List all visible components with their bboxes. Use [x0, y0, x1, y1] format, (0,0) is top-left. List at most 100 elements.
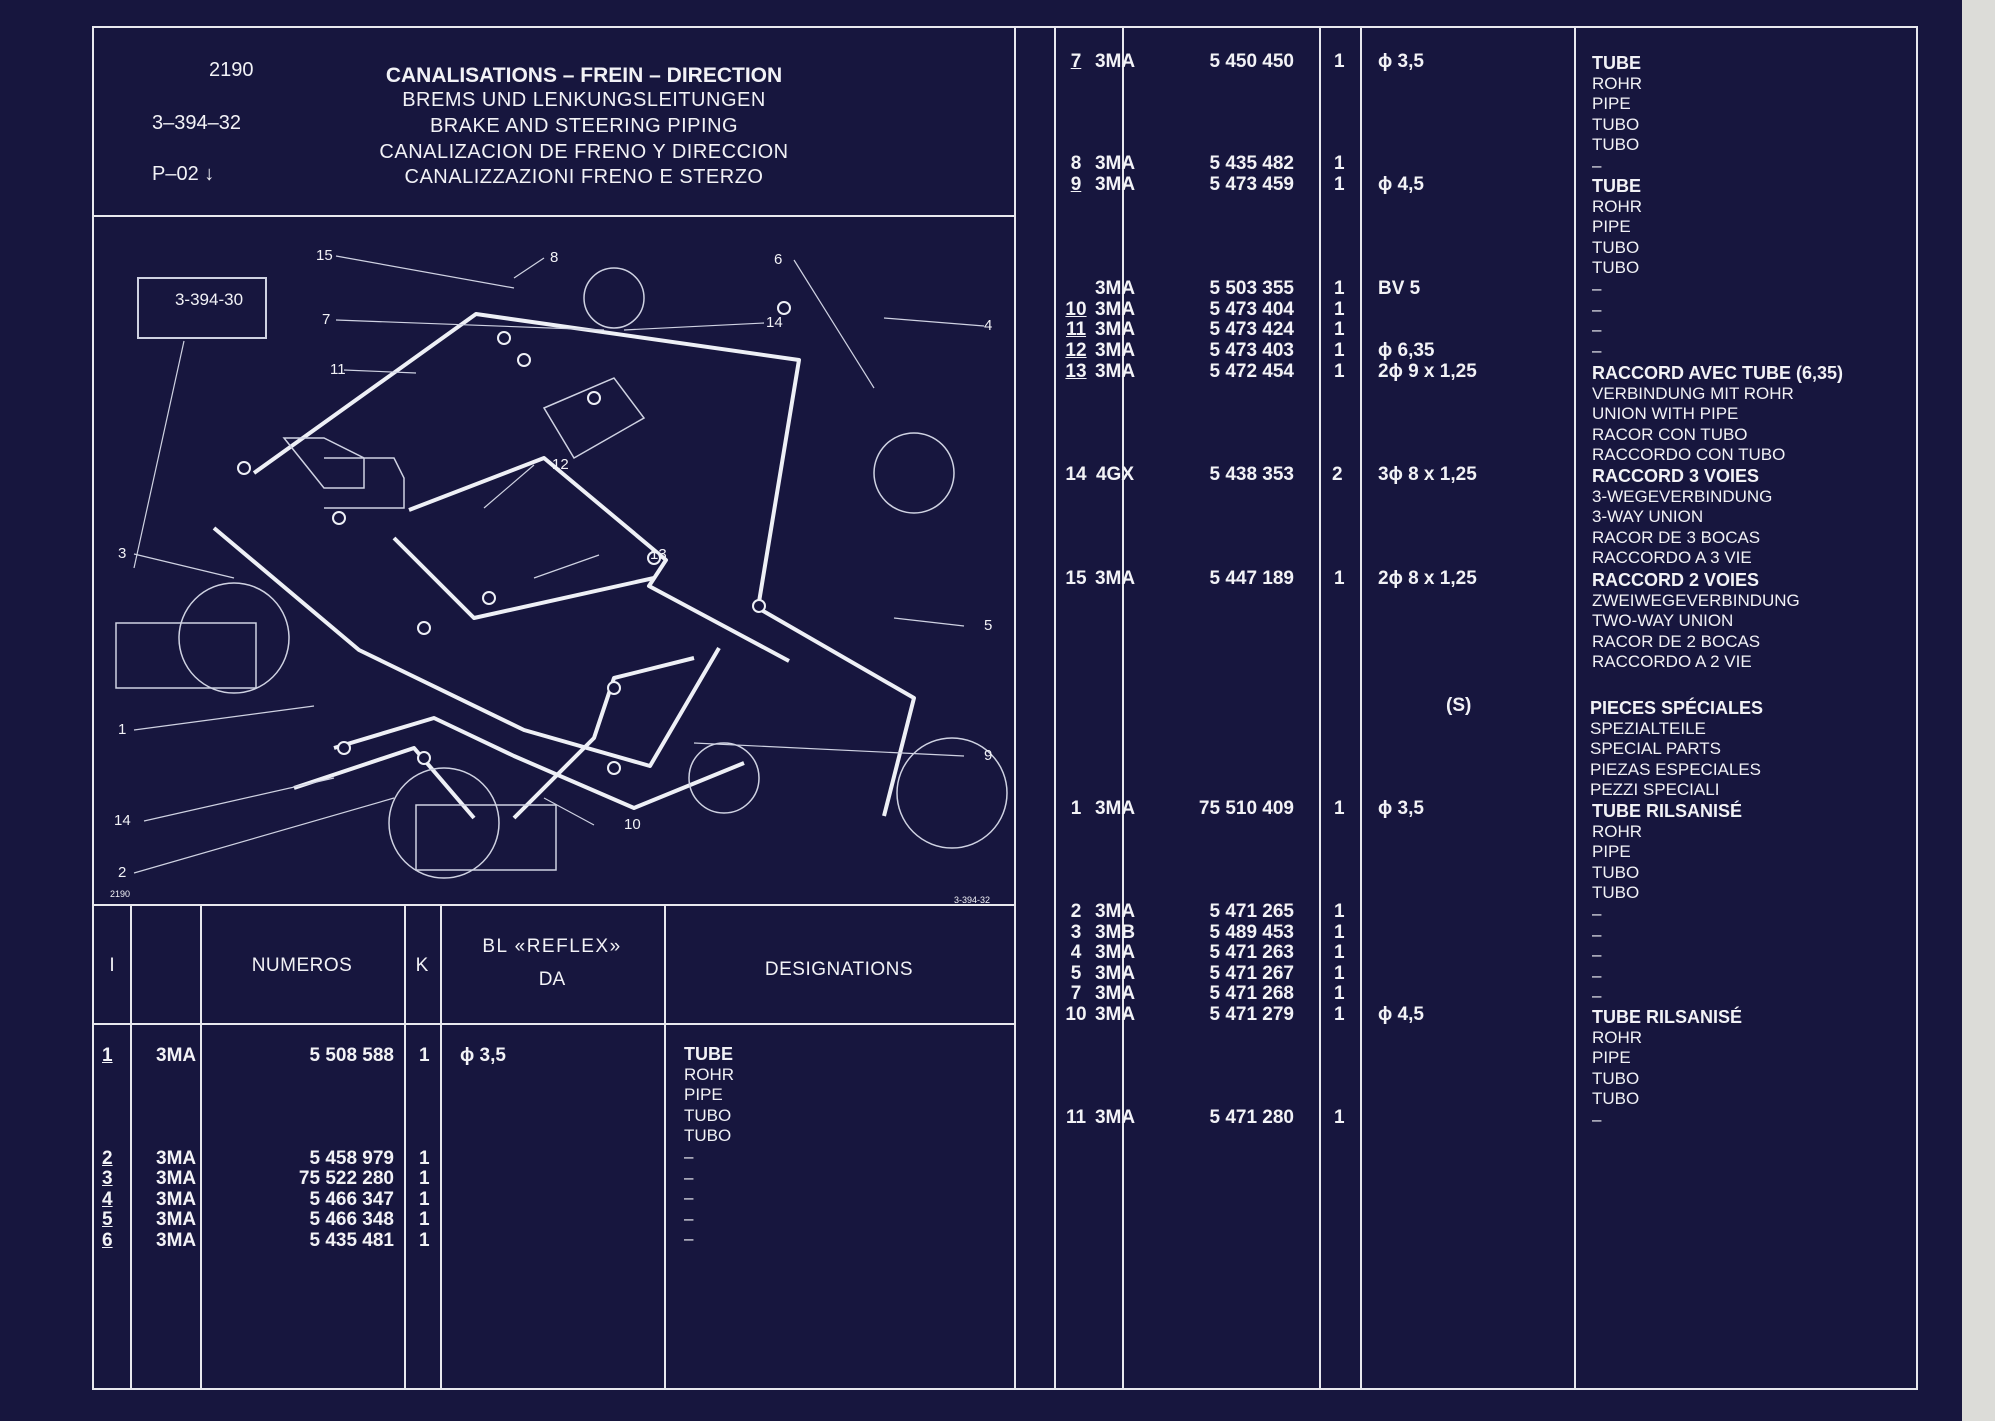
- part-number: 5 489 453: [1209, 922, 1294, 943]
- callout-8: 8: [550, 249, 559, 266]
- diagram-corner-left: 2190: [110, 889, 131, 899]
- designation-line: –: [684, 1146, 694, 1166]
- pipe-bottom: [333, 716, 745, 810]
- header-divider: [94, 215, 1014, 217]
- designation-line: RACCORDO A 2 VIE: [1592, 652, 1752, 672]
- pipe-cross: [392, 536, 655, 620]
- designation-line: TUBO: [1592, 862, 1640, 882]
- quantity: 1: [419, 1148, 430, 1169]
- designation-group-13: RACCORD AVEC TUBE (6,35) VERBINDUNG MIT …: [1592, 363, 1843, 466]
- servo-unit: [542, 377, 646, 460]
- quantity: 1: [1334, 1004, 1345, 1025]
- part-code: 3MA: [1094, 340, 1136, 361]
- bl-value: ϕ 4,5: [1378, 1004, 1424, 1025]
- callout-13: 13: [650, 546, 667, 563]
- quantity: 1: [1334, 153, 1345, 174]
- callout-10: 10: [624, 816, 641, 833]
- bl-value: 2ϕ 9 x 1,25: [1378, 361, 1477, 382]
- designation-line: TUBO: [1592, 1068, 1640, 1088]
- ref-code: 3–394–32: [152, 112, 241, 134]
- callout-5: 5: [984, 617, 993, 634]
- pipe-center: [512, 656, 695, 820]
- quantity: 1: [419, 1189, 430, 1210]
- title-it: CANALIZZAZIONI FRENO E STERZO: [404, 166, 764, 188]
- bl-value: 2ϕ 8 x 1,25: [1378, 568, 1477, 589]
- part-code: 3MA: [1094, 51, 1136, 72]
- designation-line: PIPE: [1592, 217, 1631, 237]
- callout-1: 1: [118, 721, 127, 738]
- designation-line: –: [684, 1208, 694, 1228]
- item-number: 7: [1070, 51, 1082, 72]
- quantity: 1: [1334, 963, 1345, 984]
- quantity: 1: [1334, 319, 1345, 340]
- designation-line: RACCORD 3 VOIES: [1592, 466, 1760, 486]
- designation-line: ROHR: [1592, 1027, 1643, 1047]
- designation-line: PIPE: [684, 1085, 723, 1105]
- left-designation-list: TUBE ROHR PIPE TUBO TUBO – – – – –: [684, 1044, 734, 1250]
- part-number: 5 435 481: [309, 1230, 394, 1251]
- part-code: 3MA: [156, 1209, 197, 1230]
- designation-line: RACOR DE 2 BOCAS: [1592, 631, 1761, 651]
- quantity: 1: [1334, 798, 1345, 819]
- part-code: 3MA: [1094, 942, 1136, 963]
- col-line-3: [404, 904, 406, 1390]
- item-number: 12: [1065, 340, 1087, 361]
- item-number: 15: [1065, 568, 1087, 589]
- header-col-bl-da: DA: [538, 969, 566, 990]
- title-en: BRAKE AND STEERING PIPING: [429, 115, 739, 137]
- part-number: 5 503 355: [1209, 278, 1294, 299]
- header-col-i: I: [109, 955, 115, 976]
- designation-line: –: [684, 1229, 694, 1249]
- bl-value: 3ϕ 8 x 1,25: [1378, 464, 1477, 485]
- item-number: 3: [102, 1168, 113, 1189]
- callout-14-top: 14: [766, 314, 783, 331]
- designation-group-special: PIECES SPÉCIALES SPEZIALTEILE SPECIAL PA…: [1590, 698, 1763, 801]
- detail-frame-left: [115, 622, 257, 689]
- part-code: 3MA: [1094, 963, 1136, 984]
- part-code: 3MA: [1094, 361, 1136, 382]
- designation-line: ZWEIWEGEVERBINDUNG: [1592, 590, 1800, 610]
- quantity: 1: [419, 1230, 430, 1251]
- rear-caliper: [688, 742, 760, 814]
- bl-value: BV 5: [1378, 278, 1421, 299]
- quantity: 1: [419, 1209, 430, 1230]
- part-number: 5 471 279: [1209, 1004, 1294, 1025]
- bl-value: ϕ 3,5: [460, 1045, 506, 1066]
- col-line-2: [200, 904, 202, 1390]
- quantity: 1: [1334, 983, 1345, 1004]
- part-number: 5 471 267: [1209, 963, 1294, 984]
- designation-group-14: RACCORD 3 VOIES 3-WEGEVERBINDUNG 3-WAY U…: [1592, 466, 1772, 569]
- detail-frame-bottom: [415, 804, 557, 871]
- part-code: 3MA: [156, 1189, 197, 1210]
- col-line-8: [1319, 28, 1321, 1390]
- part-number: 5 435 482: [1209, 153, 1294, 174]
- item-number: 11: [1065, 1107, 1087, 1128]
- quantity: 1: [1334, 1107, 1345, 1128]
- part-number: 5 473 459: [1209, 174, 1294, 195]
- part-number: 75 522 280: [298, 1168, 394, 1189]
- pipe-inner: [408, 456, 790, 663]
- title-de: BREMS UND LENKUNGSLEITUNGEN: [402, 89, 766, 111]
- designation-line: SPEZIALTEILE: [1590, 718, 1706, 738]
- diagram-bottom-line: [94, 904, 1014, 906]
- item-number: 5: [1070, 963, 1082, 984]
- item-number: 5: [102, 1209, 113, 1230]
- col-line-6: [1054, 28, 1056, 1390]
- part-number: 75 510 409: [1198, 798, 1294, 819]
- master-cylinder: [282, 437, 405, 509]
- designation-line: RACOR DE 3 BOCAS: [1592, 527, 1761, 547]
- item-number: 4: [1070, 942, 1082, 963]
- part-code: 3MA: [1094, 299, 1136, 320]
- designation-line: UNION WITH PIPE: [1592, 404, 1739, 424]
- designation-line: TUBE: [684, 1044, 733, 1064]
- part-code: 3MA: [1094, 174, 1136, 195]
- ref-number: 2190: [209, 59, 254, 81]
- designation-line: TUBE: [1592, 53, 1641, 73]
- designation-line: –: [1592, 1109, 1602, 1129]
- col-line-4: [440, 904, 442, 1390]
- designation-line: PIPE: [1592, 94, 1631, 114]
- item-number: 6: [102, 1230, 113, 1251]
- designation-line: TWO-WAY UNION: [1592, 611, 1734, 631]
- designation-line: VERBINDUNG MIT ROHR: [1592, 383, 1794, 403]
- col-line-5: [664, 904, 666, 1390]
